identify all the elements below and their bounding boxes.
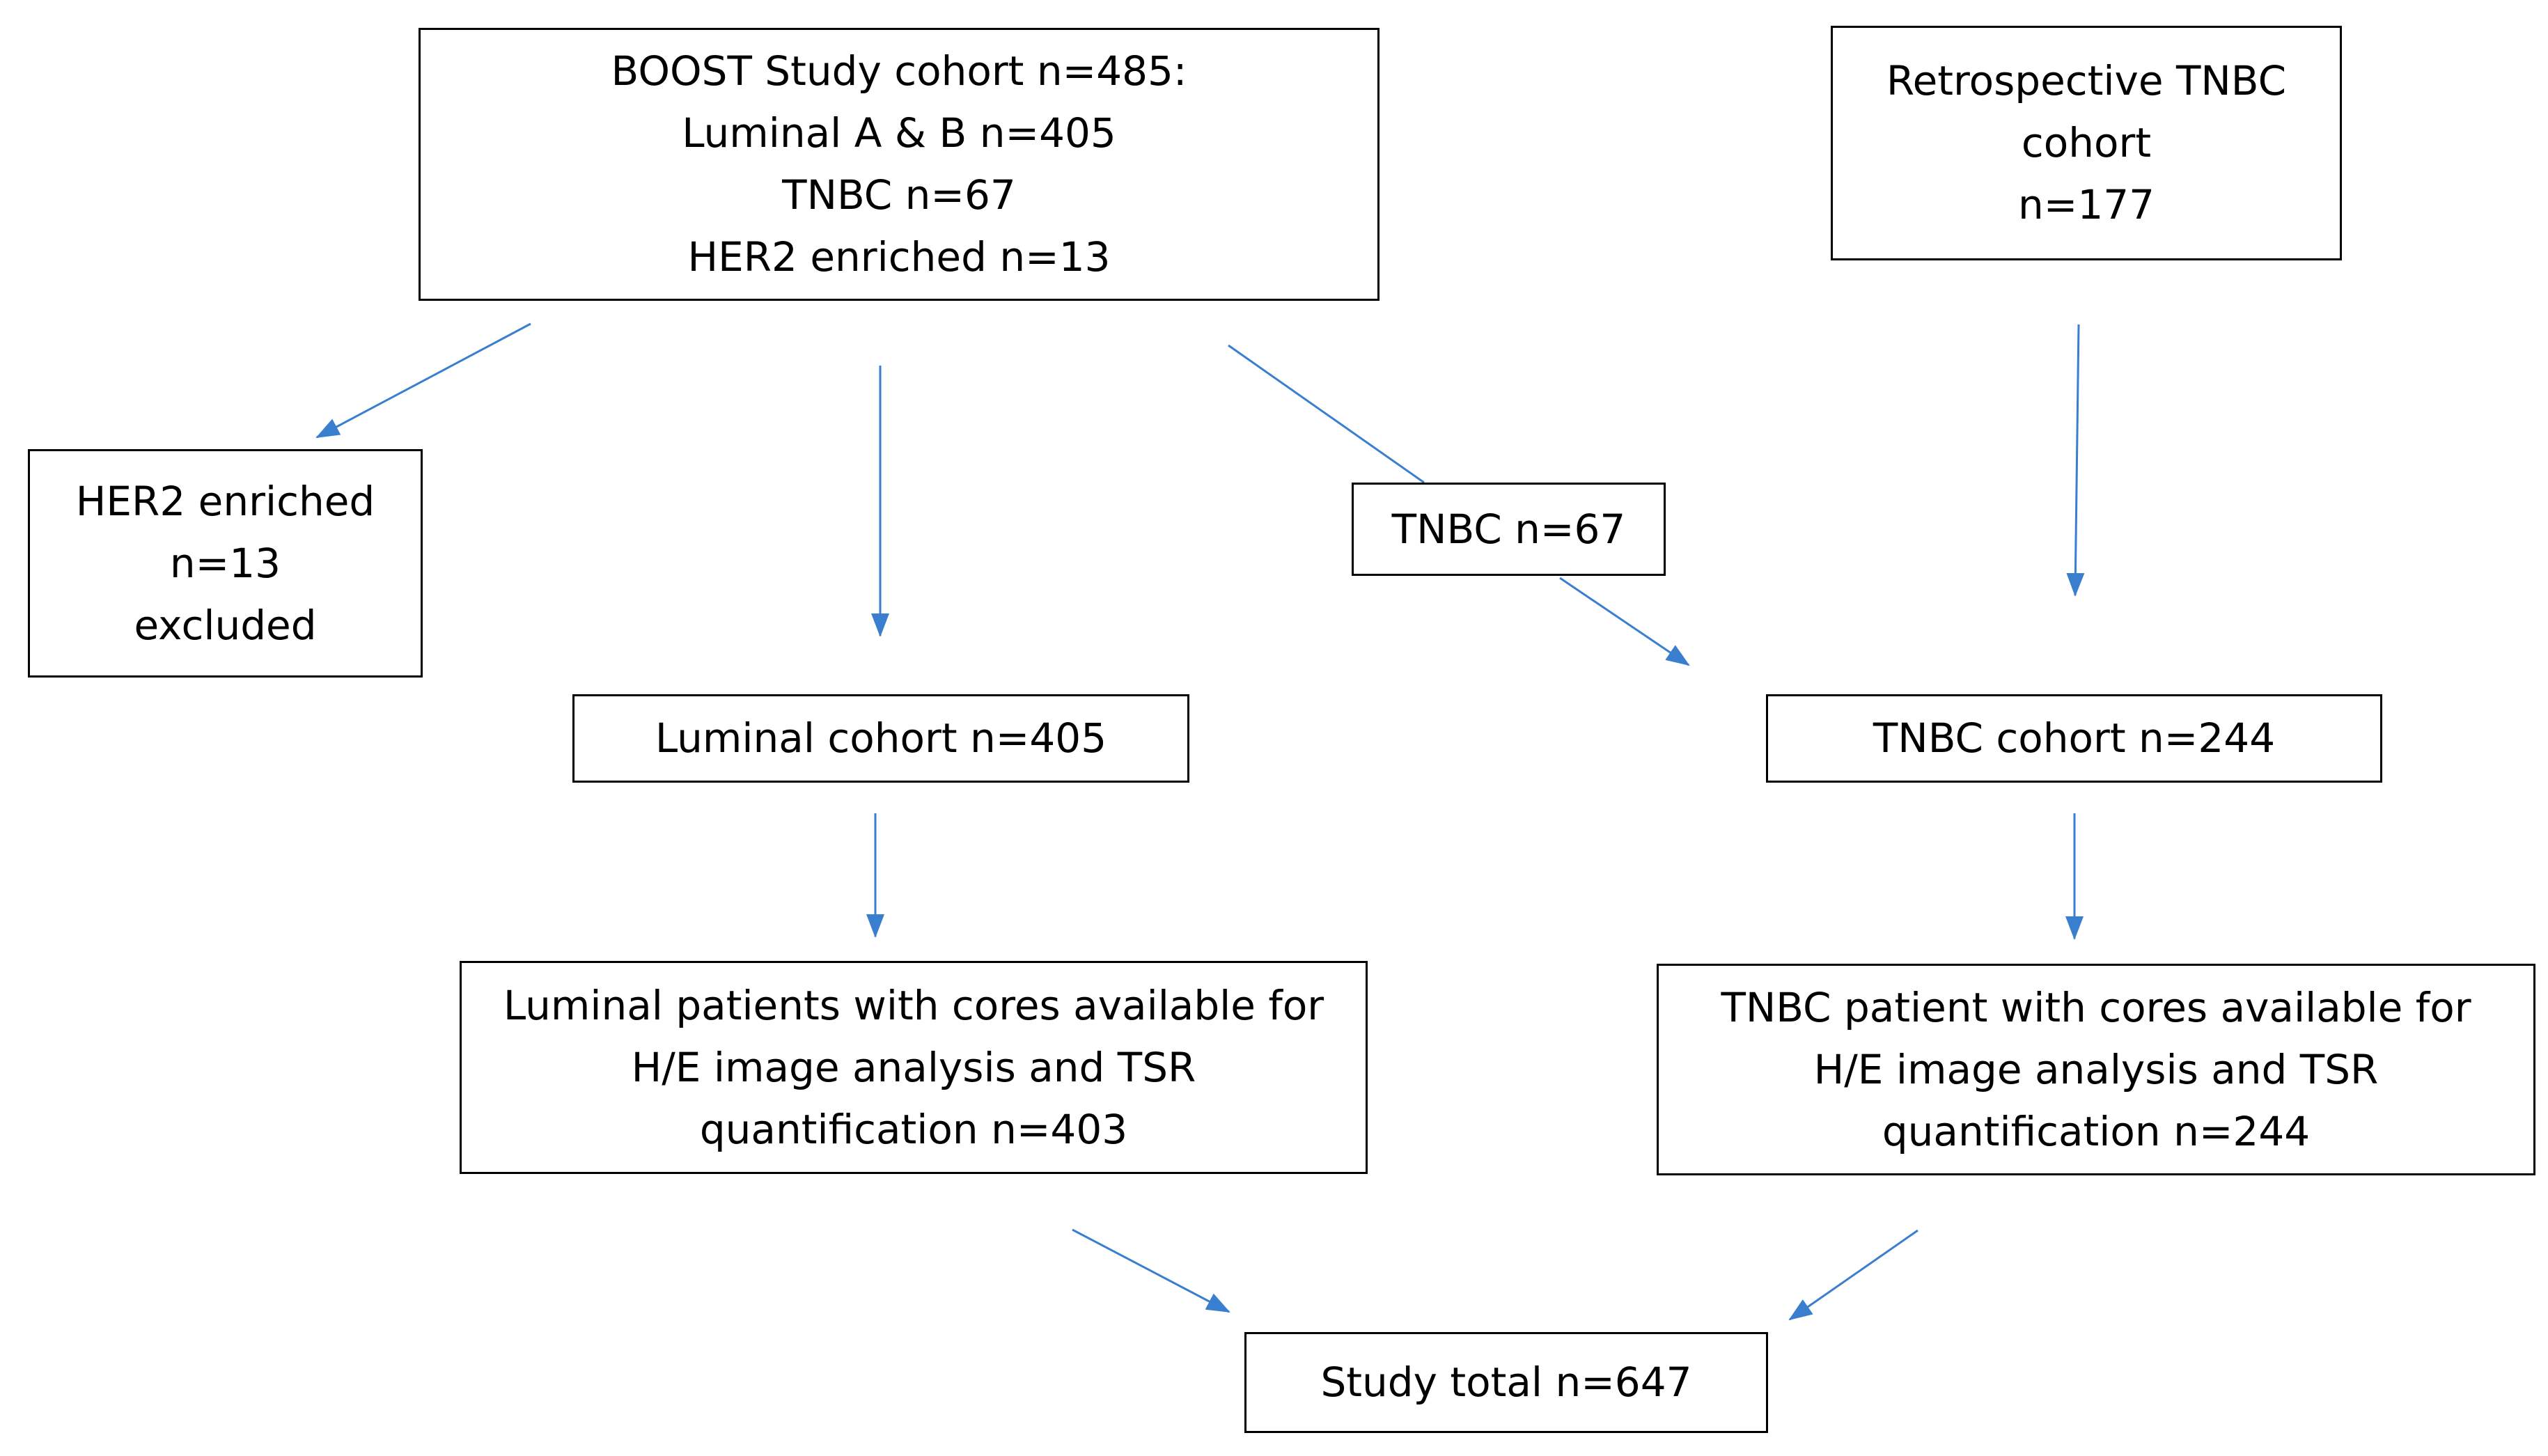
tnbc-cohort-line-1: TNBC cohort n=244 [1873,714,2276,762]
luminal-cohort-line-1: Luminal cohort n=405 [655,714,1107,762]
retrospective-tnbc-line-1: Retrospective TNBC [1886,57,2287,104]
luminal-cores-line-3: quantification n=403 [699,1105,1128,1153]
luminal-cores-line-1: Luminal patients with cores available fo… [503,981,1324,1029]
luminal-cores-line-2: H/E image analysis and TSR [631,1043,1196,1091]
arrow-luminal-cores-to-total [1072,1228,1230,1313]
boost-cohort-line-3: TNBC n=67 [782,171,1016,219]
tnbc-67-line-1: TNBC n=67 [1391,505,1626,553]
tnbc-67-box: TNBC n=67 [1352,483,1666,576]
luminal-cores-box: Luminal patients with cores available fo… [460,961,1368,1174]
tnbc-cohort-box: TNBC cohort n=244 [1766,694,2382,783]
arrow-tnbc-cores-to-total [1788,1229,1918,1321]
luminal-cohort-box: Luminal cohort n=405 [572,694,1189,783]
study-total-box: Study total n=647 [1244,1332,1768,1433]
tnbc-cores-box: TNBC patient with cores available for H/… [1657,964,2535,1175]
her2-excluded-line-1: HER2 enriched [75,477,375,525]
tnbc-cores-line-2: H/E image analysis and TSR [1813,1045,2379,1093]
her2-excluded-box: HER2 enriched n=13 excluded [28,449,423,678]
arrow-boost-to-her2 [315,322,531,439]
boost-cohort-line-2: Luminal A & B n=405 [682,109,1116,157]
tnbc-cores-line-3: quantification n=244 [1882,1107,2311,1155]
boost-cohort-box: BOOST Study cohort n=485: Luminal A & B … [419,28,1379,301]
connector-boost-to-tnbc67 [1228,344,1425,484]
tnbc-cores-line-1: TNBC patient with cores available for [1721,983,2471,1031]
her2-excluded-line-3: excluded [134,601,317,649]
retrospective-tnbc-line-2: cohort [2021,119,2152,166]
retrospective-tnbc-line-3: n=177 [2017,181,2155,228]
study-total-line-1: Study total n=647 [1320,1359,1692,1406]
boost-cohort-line-4: HER2 enriched n=13 [687,233,1111,281]
arrow-tnbc67-to-tnbc-cohort [1559,577,1690,666]
arrow-retro-to-tnbc-cohort [2066,324,2085,597]
retrospective-tnbc-box: Retrospective TNBC cohort n=177 [1831,26,2342,260]
boost-cohort-line-1: BOOST Study cohort n=485: [611,47,1187,95]
her2-excluded-line-2: n=13 [169,539,281,587]
